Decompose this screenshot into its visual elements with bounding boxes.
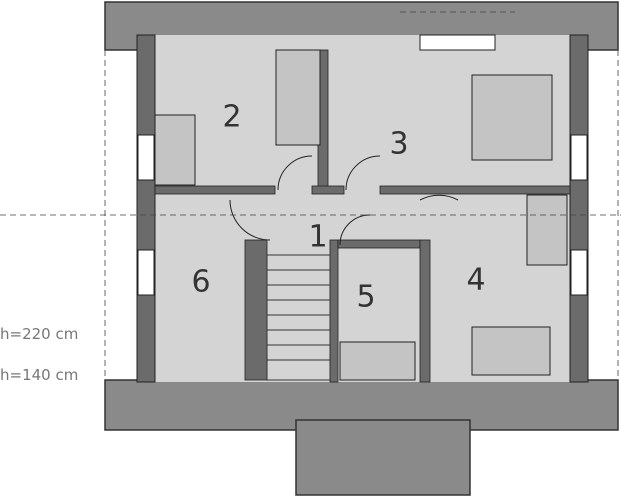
windows — [137, 34, 588, 296]
staircase — [266, 254, 331, 381]
legend-height-low: h=140 cm — [0, 366, 79, 384]
room-number-5: 5 — [356, 280, 375, 315]
room-number-6: 6 — [191, 265, 210, 300]
doors — [229, 155, 459, 246]
roof-outline — [104, 1, 619, 496]
legend-height-high: h=220 cm — [0, 325, 79, 343]
furniture — [154, 49, 568, 381]
room-number-3: 3 — [389, 127, 408, 162]
interior-walls — [154, 49, 571, 383]
roof-dash-lines — [0, 11, 621, 380]
room-number-1: 1 — [308, 220, 327, 255]
room-number-2: 2 — [222, 100, 241, 135]
room-number-4: 4 — [466, 263, 485, 298]
